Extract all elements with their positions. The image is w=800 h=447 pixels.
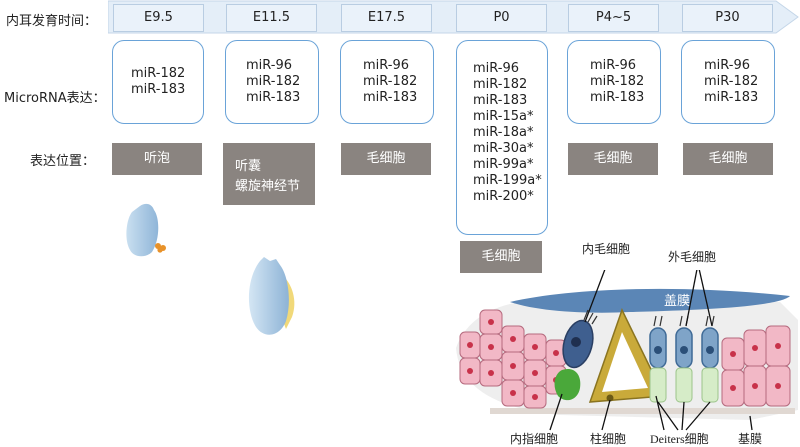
mirna-item: miR-199a* bbox=[473, 173, 542, 188]
location-e9-5: 听泡 bbox=[112, 143, 202, 175]
deiters-cell-label: Deiters细胞 bbox=[650, 432, 709, 446]
inner-hair-cell-label: 内毛细胞 bbox=[582, 242, 631, 256]
organ-of-corti-illustration bbox=[456, 270, 798, 431]
mirna-box-e11-5: miR-96 miR-182 miR-183 bbox=[225, 40, 319, 124]
stage-p0: P0 bbox=[456, 4, 547, 32]
inner-phalangeal-cell-shape bbox=[554, 368, 581, 401]
mirna-box-p4-5: miR-96 miR-182 miR-183 bbox=[567, 40, 661, 124]
mirna-item: miR-183 bbox=[704, 90, 759, 105]
mirna-item: miR-182 bbox=[363, 74, 418, 89]
stage-e9-5: E9.5 bbox=[113, 4, 204, 32]
tectorial-membrane-shape bbox=[510, 288, 790, 313]
mirna-item: miR-183 bbox=[473, 93, 528, 108]
mirna-item: miR-200* bbox=[473, 189, 534, 204]
location-p30: 毛细胞 bbox=[683, 143, 773, 175]
outer-hair-cell-label: 外毛细胞 bbox=[668, 250, 717, 264]
mirna-box-e9-5: miR-182 miR-183 bbox=[112, 40, 204, 124]
mirna-item: miR-183 bbox=[590, 90, 645, 105]
mirna-item: miR-182 bbox=[704, 74, 759, 89]
mirna-item: miR-15a* bbox=[473, 109, 534, 124]
mirna-item: miR-30a* bbox=[473, 141, 534, 156]
mirna-box-p0: miR-96 miR-182 miR-183 miR-15a* miR-18a*… bbox=[456, 40, 548, 235]
mirna-item: miR-182 bbox=[473, 77, 528, 92]
mirna-item: miR-96 bbox=[590, 58, 637, 73]
inner-phalangeal-cell-label: 内指细胞 bbox=[510, 432, 559, 446]
location-p4-5: 毛细胞 bbox=[568, 143, 658, 175]
location-p0: 毛细胞 bbox=[460, 241, 542, 273]
stage-e17-5: E17.5 bbox=[341, 4, 432, 32]
mirna-item: miR-182 bbox=[246, 74, 301, 89]
location-e11-5-line1: 听囊 bbox=[235, 159, 262, 174]
basilar-membrane-label: 基膜 bbox=[738, 432, 763, 446]
mirna-item: miR-96 bbox=[473, 61, 520, 76]
pillar-cell-label: 柱细胞 bbox=[590, 432, 627, 446]
mirna-item: miR-18a* bbox=[473, 125, 534, 140]
mirna-item: miR-96 bbox=[246, 58, 293, 73]
mirna-item: miR-183 bbox=[246, 90, 301, 105]
mirna-box-p30: miR-96 miR-182 miR-183 bbox=[681, 40, 775, 124]
otic-vesicle-illustration bbox=[126, 203, 166, 257]
stage-p30: P30 bbox=[682, 4, 773, 32]
mirna-item: miR-183 bbox=[131, 82, 186, 97]
location-e17-5: 毛细胞 bbox=[341, 143, 431, 175]
location-e11-5: 听囊 螺旋神经节 bbox=[223, 143, 315, 205]
mirna-item: miR-96 bbox=[363, 58, 410, 73]
mirna-item: miR-99a* bbox=[473, 157, 534, 172]
expression-location-label: 表达位置： bbox=[30, 154, 96, 169]
mirna-item: miR-96 bbox=[704, 58, 751, 73]
mirna-item: miR-183 bbox=[363, 90, 418, 105]
microrna-expression-label: MicroRNA表达： bbox=[4, 91, 106, 106]
stage-e11-5: E11.5 bbox=[226, 4, 317, 32]
stage-p4-5: P4~5 bbox=[568, 4, 659, 32]
location-e11-5-line2: 螺旋神经节 bbox=[235, 179, 301, 194]
development-time-label: 内耳发育时间： bbox=[6, 14, 98, 29]
mirna-item: miR-182 bbox=[131, 66, 186, 81]
otocyst-illustration bbox=[248, 257, 295, 335]
mirna-item: miR-182 bbox=[590, 74, 645, 89]
tectorial-membrane-label: 盖膜 bbox=[664, 294, 691, 309]
mirna-box-e17-5: miR-96 miR-182 miR-183 bbox=[340, 40, 434, 124]
